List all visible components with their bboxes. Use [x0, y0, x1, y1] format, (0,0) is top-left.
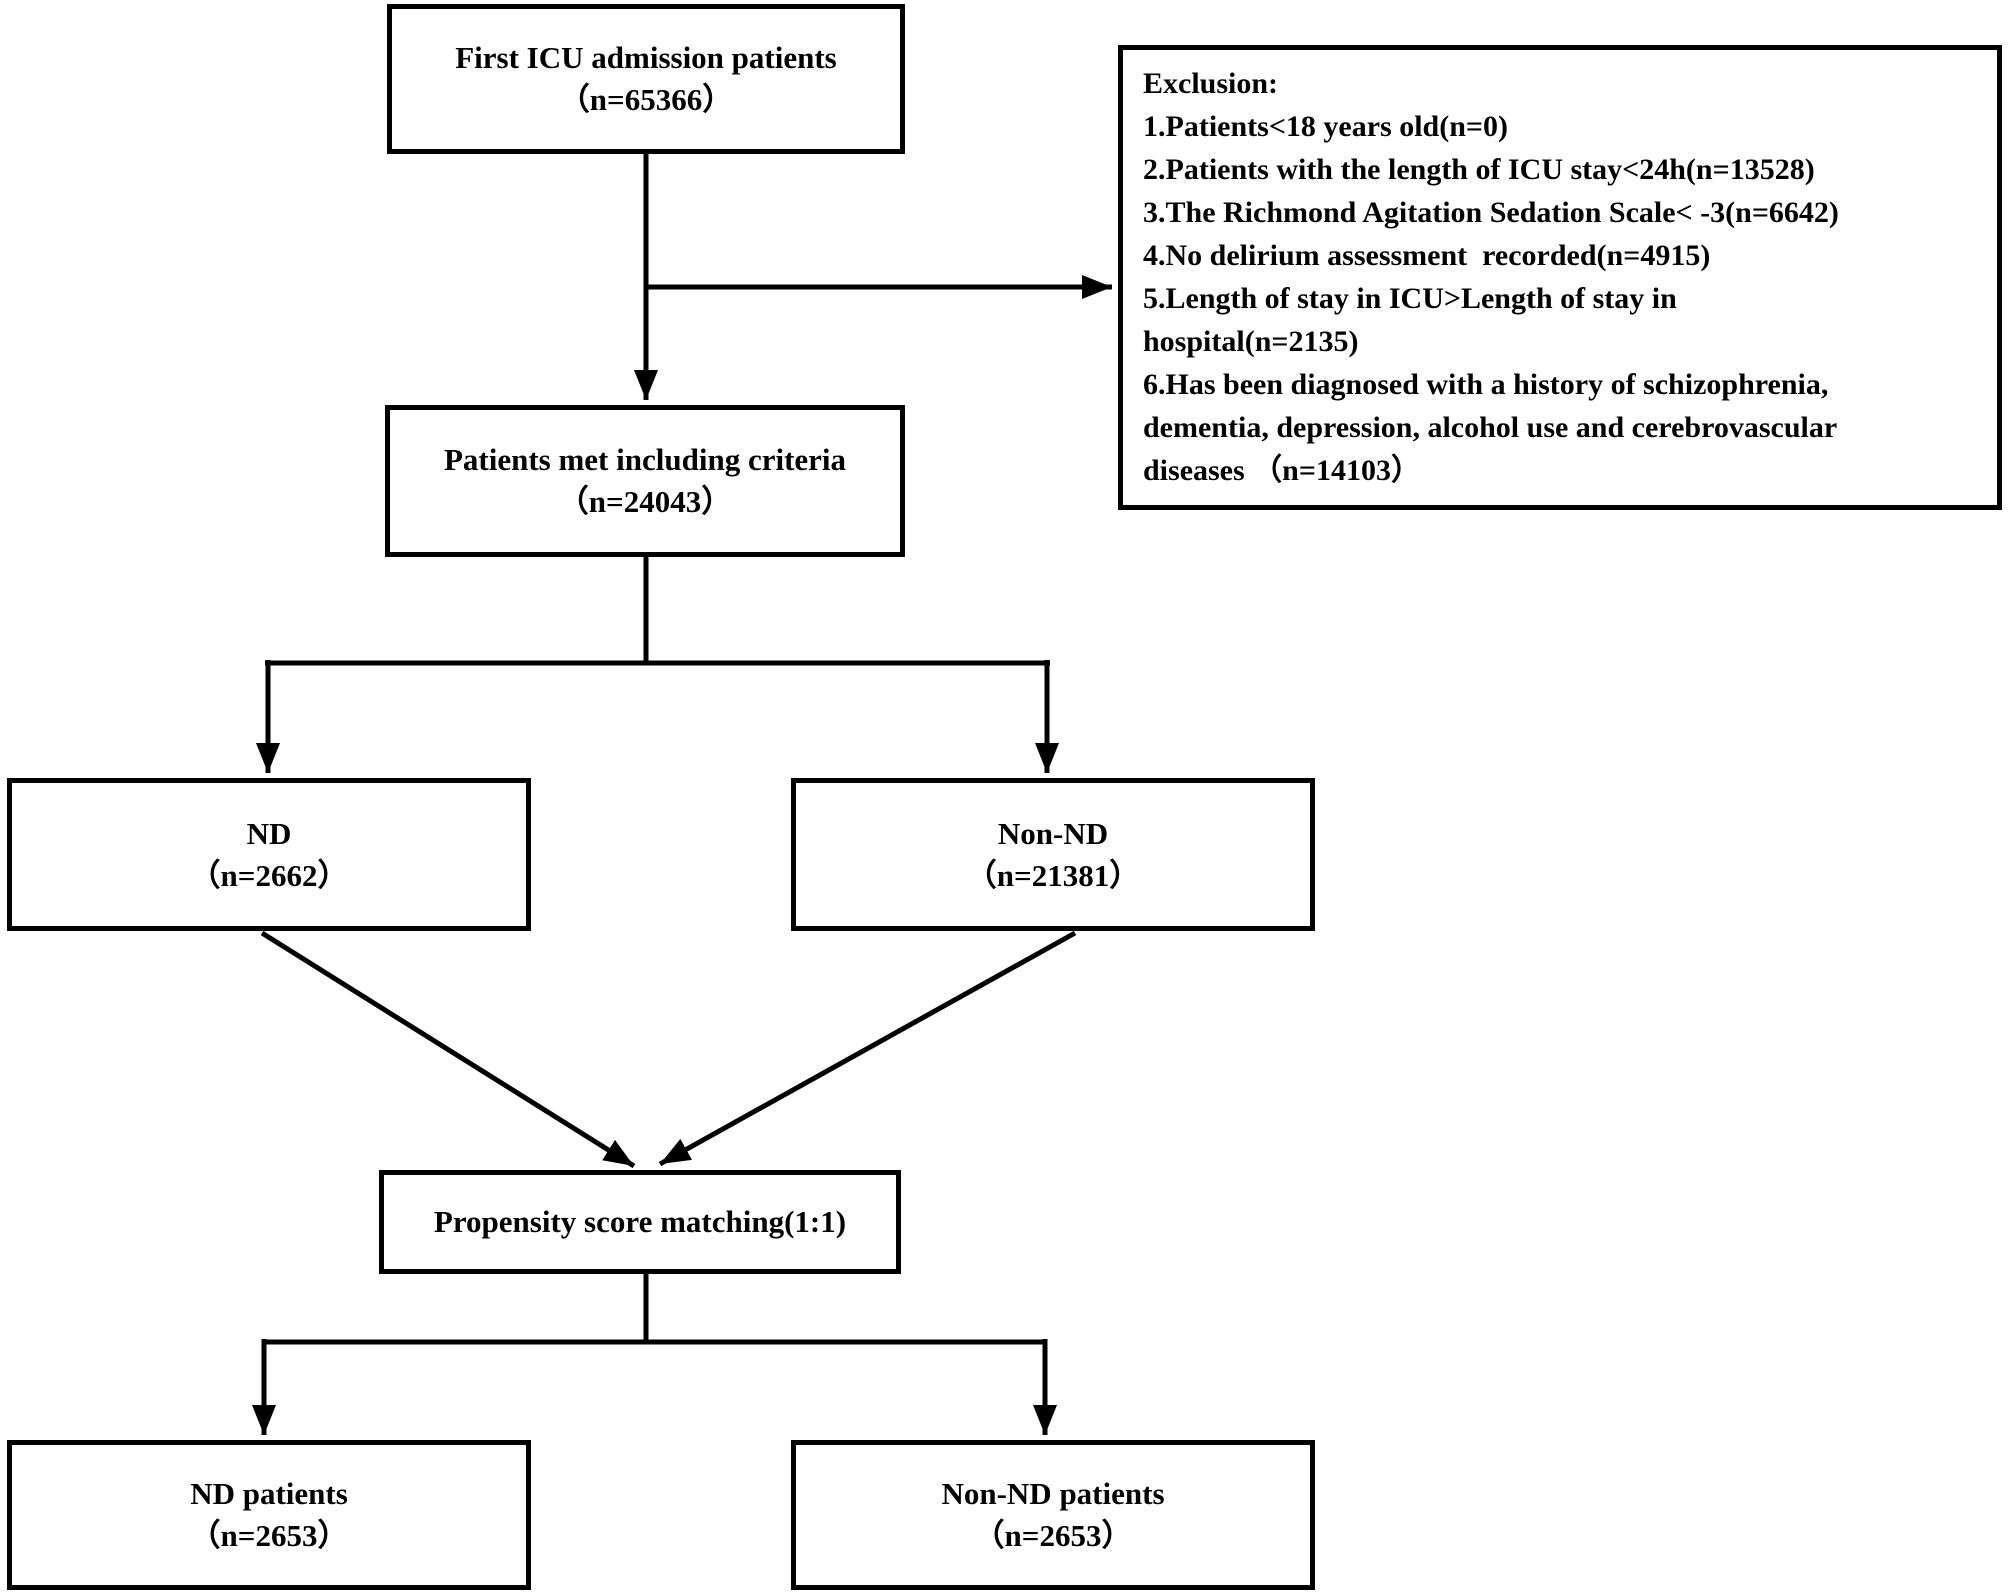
exclusion-items: 1.Patients<18 years old(n=0) 2.Patients w… [1143, 105, 1979, 492]
non-nd-patients-label: Non-ND patients [941, 1476, 1165, 1511]
arrow-non-nd-to-psm [658, 930, 1077, 1167]
exclusion-item: 6.Has been diagnosed with a history of s… [1143, 368, 1838, 487]
first-icu-admission-label: First ICU admission patients [455, 40, 837, 75]
criteria-label: Patients met including criteria [443, 442, 847, 477]
non-nd-patients-count: （n=2653） [973, 1518, 1133, 1553]
first-icu-admission-count: （n=65366） [558, 82, 734, 117]
criteria-box: Patients met including criteria （n=24043… [385, 405, 905, 557]
psm-label: Propensity score matching(1:1) [433, 1204, 847, 1239]
exclusion-item: 5.Length of stay in ICU>Length of stay i… [1143, 282, 1677, 358]
exclusion-box: Exclusion: 1.Patients<18 years old(n=0) 2… [1118, 45, 2002, 510]
nd-box: ND （n=2662） [7, 778, 531, 931]
exclusion-item: 4.No delirium assessment recorded(n=4915… [1143, 239, 1711, 272]
nd-patients-count: （n=2653） [189, 1518, 349, 1553]
criteria-count: （n=24043） [557, 484, 733, 519]
non-nd-box: Non-ND （n=21381） [791, 778, 1315, 931]
nd-patients-label: ND patients [190, 1476, 348, 1511]
exclusion-item: 1.Patients<18 years old(n=0) [1143, 110, 1508, 143]
exclusion-item: 3.The Richmond Agitation Sedation Scale<… [1143, 196, 1839, 229]
non-nd-count: （n=21381） [965, 857, 1141, 893]
exclusion-item: 2.Patients with the length of ICU stay<2… [1143, 153, 1815, 186]
non-nd-label: Non-ND [997, 815, 1109, 851]
first-icu-admission-box: First ICU admission patients （n=65366） [387, 4, 905, 154]
non-nd-patients-box: Non-ND patients （n=2653） [791, 1440, 1315, 1590]
nd-label: ND [246, 815, 292, 851]
exclusion-title: Exclusion: [1143, 67, 1279, 100]
nd-patients-box: ND patients （n=2653） [7, 1440, 531, 1590]
psm-box: Propensity score matching(1:1) [379, 1170, 901, 1274]
arrow-nd-to-psm [260, 930, 636, 1169]
nd-count: （n=2662） [189, 857, 349, 893]
